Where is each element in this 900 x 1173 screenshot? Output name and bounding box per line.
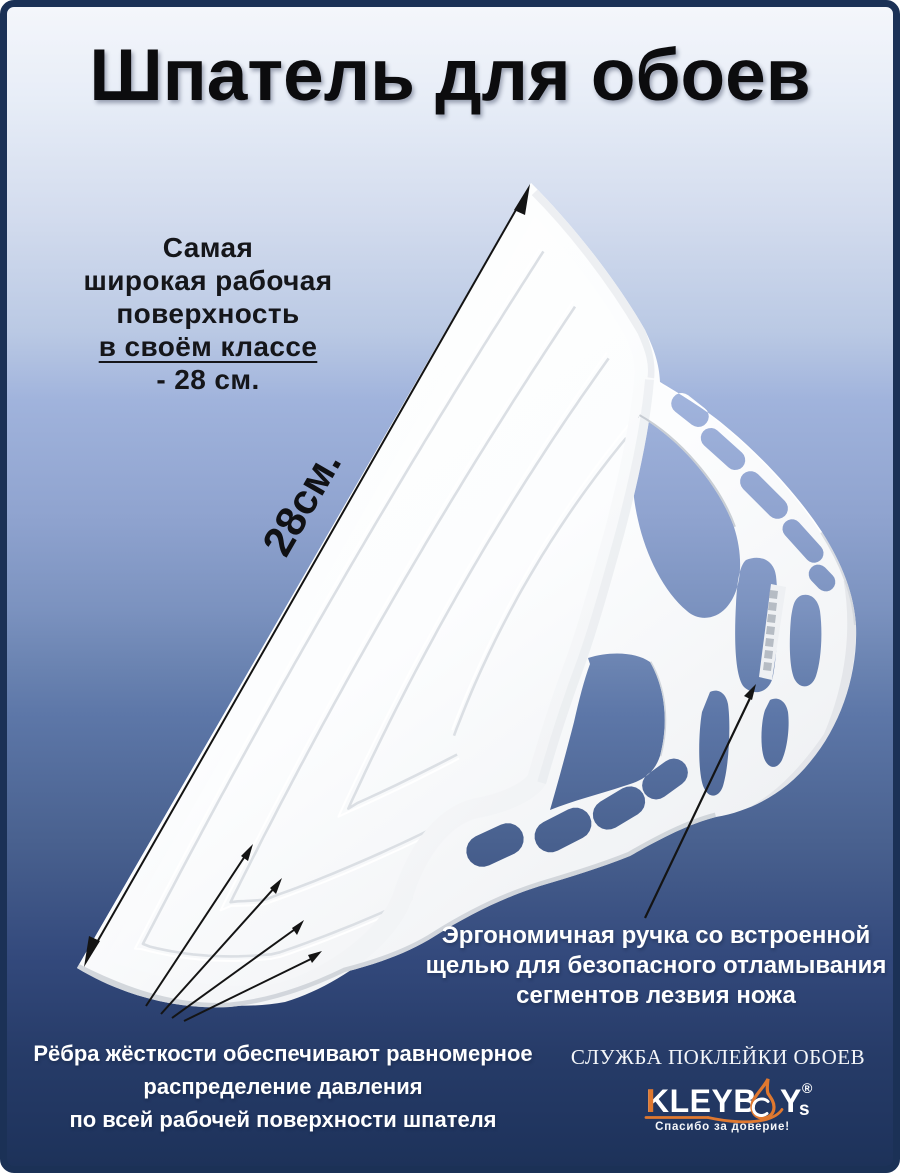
handle-note-line-1: Эргономичная ручка со встроенной bbox=[441, 922, 871, 949]
brand-suffix-text: Y bbox=[780, 1083, 801, 1119]
claim-line-1: Самая bbox=[162, 232, 254, 263]
blade-segments-strip bbox=[759, 584, 786, 680]
handle-arrow bbox=[644, 684, 756, 919]
claim-line-4: в своём классе bbox=[98, 331, 318, 362]
claim-line-2: широкая рабочая bbox=[83, 265, 333, 296]
brand-k-stem-accent bbox=[648, 1089, 654, 1112]
brand-tagline: Спасибо за доверие! bbox=[655, 1121, 790, 1133]
ribs-note-line-3: по всей рабочей поверхности шпателя bbox=[69, 1107, 497, 1132]
rib-arrows bbox=[145, 844, 322, 1022]
brand-logo: KLEYB Y s ® bbox=[644, 1078, 813, 1124]
handle-note: Эргономичная ручка со встроенной щелью д… bbox=[420, 921, 892, 1011]
claim-line-3: поверхность bbox=[116, 298, 300, 329]
handle-note-line-2: щелью для безопасного отламывания bbox=[425, 952, 887, 979]
handle-note-line-3: сегментов лезвия ножа bbox=[516, 982, 796, 1009]
registered-mark: ® bbox=[802, 1080, 813, 1096]
claim-line-5: - 28 см. bbox=[156, 364, 260, 395]
brand-suffix-small-text: s bbox=[799, 1099, 810, 1120]
ribs-note-line-2: распределение давления bbox=[143, 1074, 423, 1099]
page-title: Шпатель для обоев bbox=[89, 35, 811, 116]
claim-text: Самая широкая рабочая поверхность в своё… bbox=[58, 231, 358, 396]
brand-droplet-icon bbox=[644, 1078, 784, 1124]
ribs-note: Рёбра жёсткости обеспечивают равномерное… bbox=[18, 1037, 548, 1136]
service-line: СЛУЖБА ПОКЛЕЙКИ ОБОЕВ bbox=[570, 1045, 866, 1069]
dimension-arrow bbox=[84, 184, 530, 967]
ribs-note-line-1: Рёбра жёсткости обеспечивают равномерное bbox=[33, 1041, 533, 1066]
brand-prefix-text: KLEYB bbox=[646, 1083, 757, 1119]
